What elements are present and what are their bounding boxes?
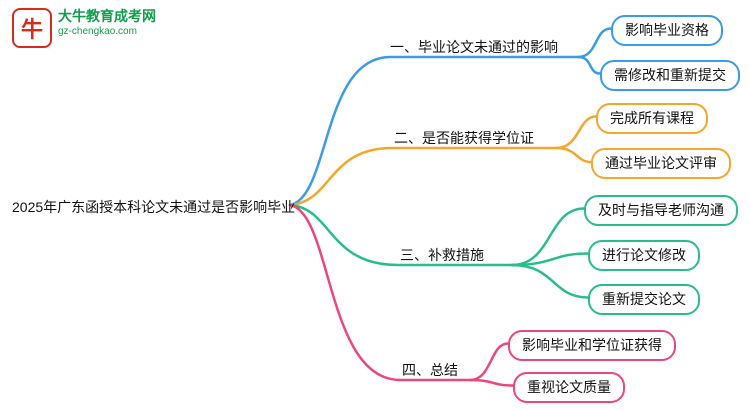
node-value-thesis-quality: 重视论文质量: [513, 372, 625, 403]
node-resubmit-thesis: 重新提交论文: [588, 284, 700, 315]
branch-4-label: 四、总结: [402, 362, 458, 378]
branch-2-label: 二、是否能获得学位证: [394, 130, 534, 146]
site-url: gz-chengkao.com: [58, 25, 137, 37]
node-graduation-qualification: 影响毕业资格: [611, 15, 723, 46]
node-revise-thesis: 进行论文修改: [588, 240, 700, 271]
node-complete-courses: 完成所有课程: [596, 103, 708, 134]
node-affects-degree: 影响毕业和学位证获得: [508, 330, 676, 361]
site-logo: 牛 大牛教育成考网 gz-chengkao.com: [12, 8, 156, 48]
bull-logo-icon: 牛: [12, 8, 52, 48]
branch-1-label: 一、毕业论文未通过的影响: [390, 39, 558, 55]
branch-3-label: 三、补救措施: [400, 247, 484, 263]
node-revise-resubmit: 需修改和重新提交: [600, 60, 740, 91]
central-topic: 2025年广东函授本科论文未通过是否影响毕业: [12, 199, 296, 215]
node-pass-thesis-review: 通过毕业论文评审: [591, 148, 731, 179]
node-communicate-advisor: 及时与指导老师沟通: [584, 195, 738, 226]
site-name: 大牛教育成考网: [58, 8, 156, 24]
